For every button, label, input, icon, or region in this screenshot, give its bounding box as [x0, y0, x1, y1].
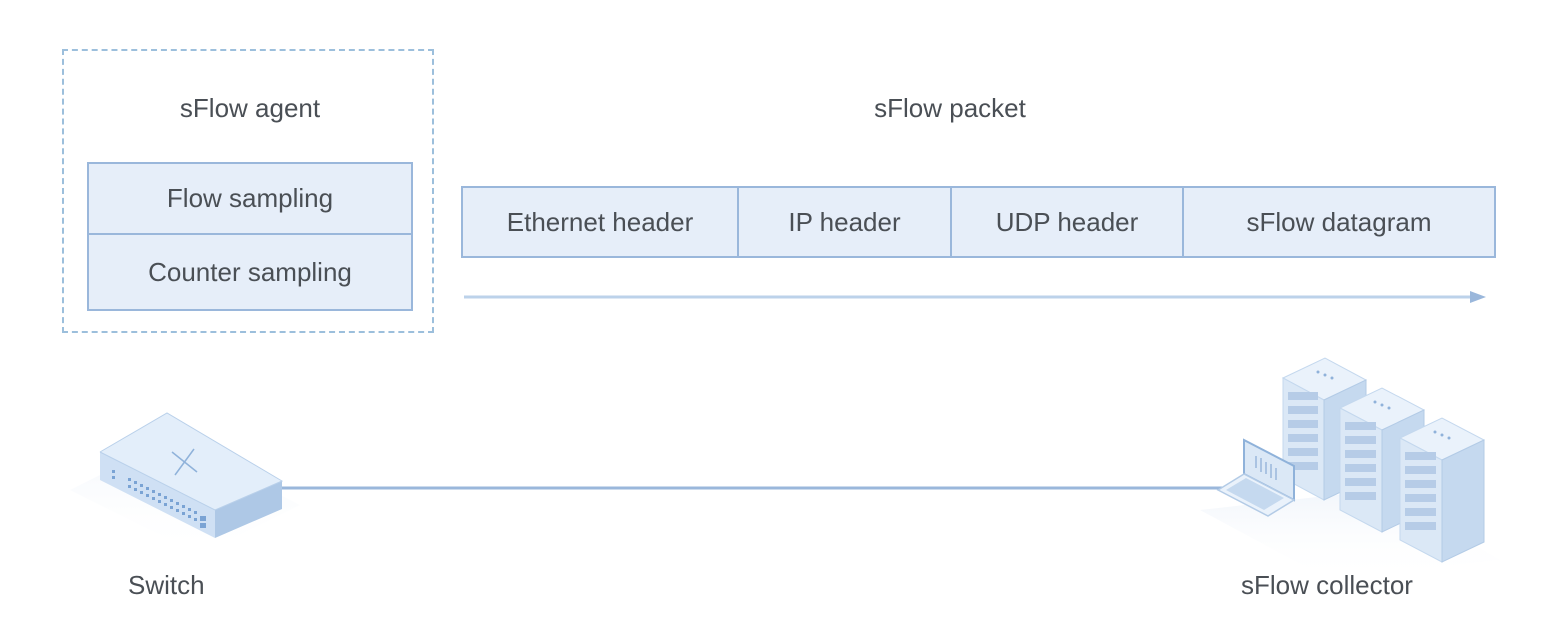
- sflow-datagram-cell: sFlow datagram: [1246, 206, 1432, 237]
- server-rack-icon: [1398, 417, 1486, 563]
- udp-header-cell: UDP header: [952, 188, 1184, 256]
- flow-sampling-cell: Flow sampling: [89, 164, 411, 235]
- sampling-table: Flow sampling Counter sampling: [87, 162, 413, 311]
- packet-structure: Ethernet header IP header UDP header sFl…: [461, 186, 1496, 258]
- counter-sampling-cell: Counter sampling: [148, 256, 352, 287]
- sflow-agent-container: [62, 49, 434, 333]
- sflow-collector-icon: [1200, 357, 1500, 580]
- ip-header-cell: IP header: [739, 188, 952, 256]
- laptop-icon: [1216, 438, 1296, 517]
- sflow-packet-title: sFlow packet: [874, 93, 1026, 123]
- packet-direction-arrow: [464, 291, 1486, 303]
- sflow-agent-title: sFlow agent: [179, 93, 321, 123]
- switch-icon: [70, 412, 300, 555]
- switch-label: Switch: [128, 570, 205, 600]
- ethernet-header-cell: Ethernet header: [463, 188, 739, 256]
- sflow-collector-label: sFlow collector: [1241, 570, 1413, 600]
